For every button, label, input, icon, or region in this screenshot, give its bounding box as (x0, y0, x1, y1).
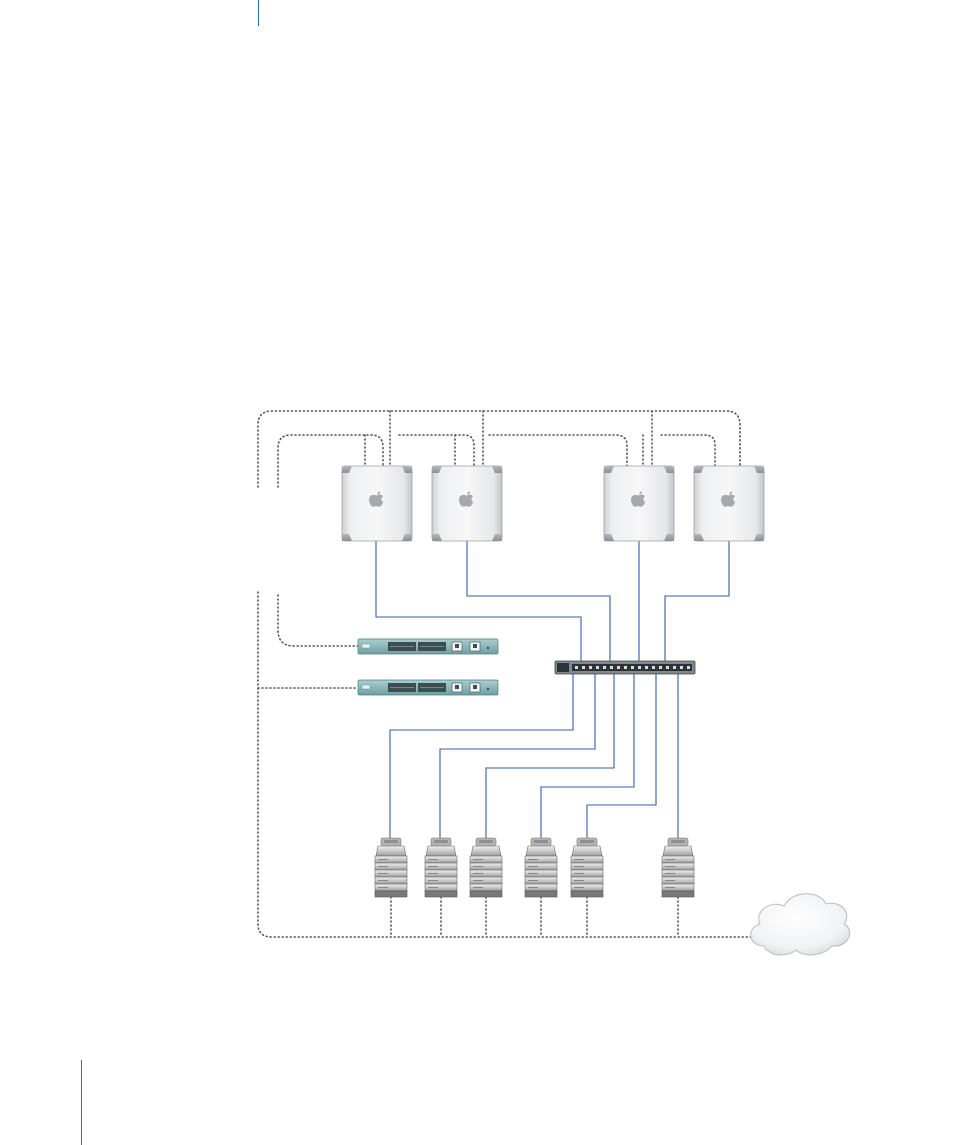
workstation-4-icon (694, 466, 764, 541)
workstation-1-icon (342, 466, 412, 541)
storage-5-icon (571, 838, 603, 897)
workstation-3-icon (604, 466, 674, 541)
ethernet-switch-1-icon (358, 639, 498, 654)
cloud-icon (751, 894, 850, 955)
fibre-channel-switch-icon (555, 661, 695, 674)
storage-1-icon (375, 838, 407, 897)
storage-4-icon (525, 838, 557, 897)
ethernet-switch-2-icon (358, 680, 498, 695)
storage-3-icon (470, 838, 502, 897)
storage-6-icon (662, 838, 694, 897)
workstation-2-icon (432, 466, 502, 541)
storage-2-icon (425, 838, 457, 897)
